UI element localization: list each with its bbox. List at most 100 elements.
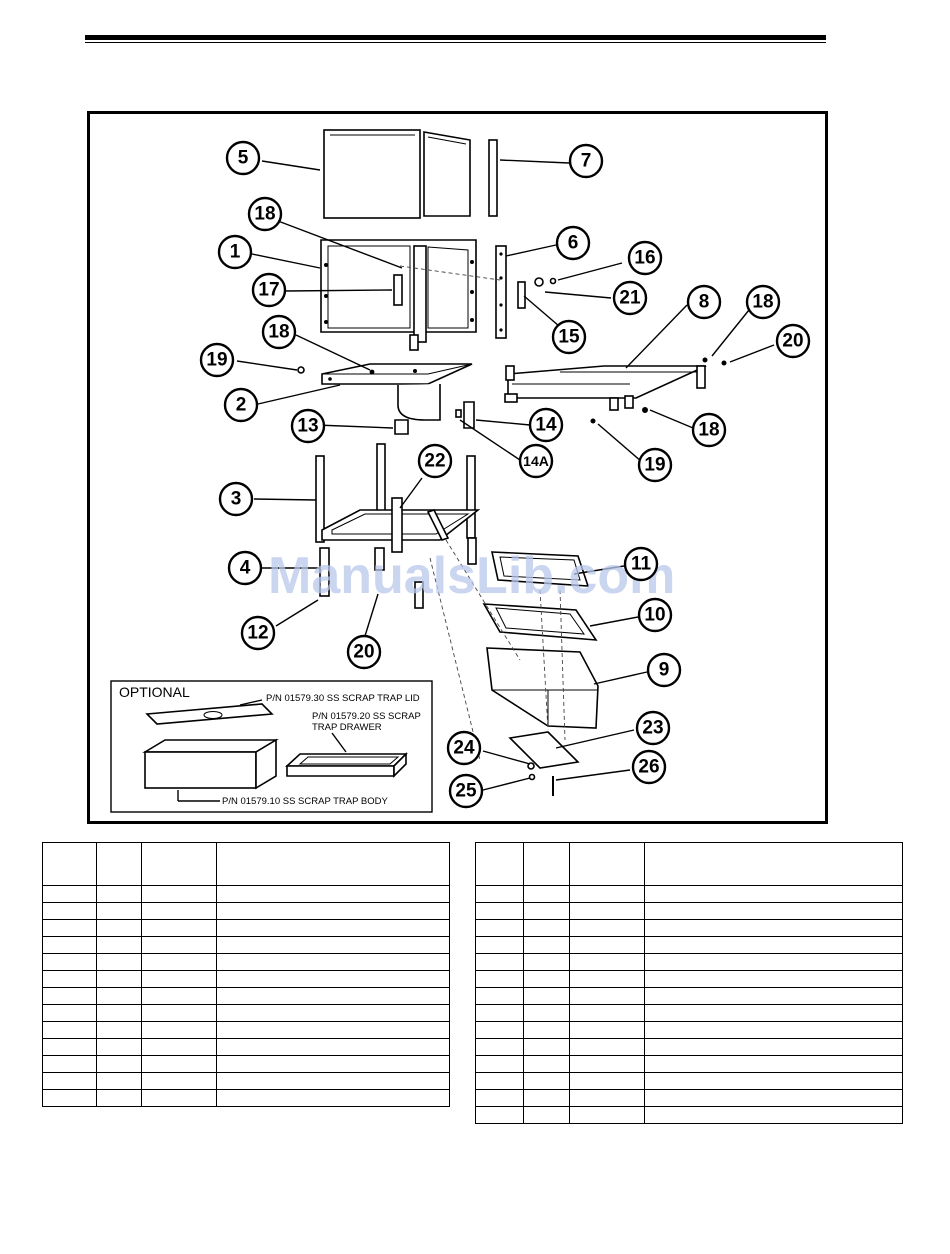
table-cell bbox=[643, 1072, 904, 1090]
table-cell bbox=[215, 1021, 451, 1039]
part-7-trim-strip bbox=[488, 139, 498, 217]
table-cell bbox=[475, 885, 524, 903]
exploded-diagram-frame bbox=[87, 111, 828, 824]
table-cell bbox=[643, 885, 904, 903]
table-cell bbox=[475, 936, 524, 954]
table-row bbox=[42, 1055, 451, 1073]
table-row bbox=[475, 1072, 904, 1090]
table-cell bbox=[42, 987, 97, 1005]
table-cell bbox=[140, 902, 217, 920]
callout-10: 10 bbox=[637, 597, 673, 633]
table-cell bbox=[522, 953, 570, 971]
svg-text:8: 8 bbox=[699, 292, 710, 313]
table-row bbox=[42, 902, 451, 920]
table-cell bbox=[475, 1106, 524, 1124]
table-cell bbox=[95, 1004, 142, 1022]
callout-23: 23 bbox=[635, 710, 671, 746]
table-cell bbox=[568, 987, 645, 1005]
table-row bbox=[42, 919, 451, 937]
table-cell bbox=[475, 1055, 524, 1073]
table-header-cell bbox=[643, 842, 904, 886]
table-cell bbox=[475, 987, 524, 1005]
table-row bbox=[42, 1072, 451, 1090]
top-rule-thin bbox=[85, 42, 826, 43]
callout-12: 12 bbox=[240, 615, 276, 651]
table-cell bbox=[140, 885, 217, 903]
svg-text:11: 11 bbox=[631, 554, 652, 575]
table-cell bbox=[522, 1106, 570, 1124]
table-row bbox=[475, 1021, 904, 1039]
assembly-lines bbox=[399, 265, 566, 761]
table-cell bbox=[215, 987, 451, 1005]
svg-text:12: 12 bbox=[247, 623, 268, 644]
callout-18-top: 18 bbox=[247, 196, 283, 232]
callout-21: 21 bbox=[612, 280, 648, 316]
table-cell bbox=[42, 1038, 97, 1056]
table-cell bbox=[522, 1021, 570, 1039]
table-cell bbox=[643, 1038, 904, 1056]
table-cell bbox=[568, 936, 645, 954]
svg-text:2: 2 bbox=[236, 395, 247, 416]
svg-text:22: 22 bbox=[424, 451, 445, 472]
callout-1: 1 bbox=[217, 234, 253, 270]
table-cell bbox=[475, 970, 524, 988]
callout-13: 13 bbox=[290, 408, 326, 444]
table-cell bbox=[475, 1038, 524, 1056]
callout-14a: 14A bbox=[518, 443, 554, 479]
svg-text:19: 19 bbox=[644, 455, 665, 476]
table-cell bbox=[42, 885, 97, 903]
table-cell bbox=[140, 1004, 217, 1022]
callout-22: 22 bbox=[417, 443, 453, 479]
table-cell bbox=[568, 970, 645, 988]
table-cell bbox=[42, 936, 97, 954]
svg-text:23: 23 bbox=[642, 718, 663, 739]
table-cell bbox=[522, 902, 570, 920]
table-cell bbox=[643, 1004, 904, 1022]
svg-text:16: 16 bbox=[634, 248, 655, 269]
table-cell bbox=[215, 970, 451, 988]
callout-19-right: 19 bbox=[637, 447, 673, 483]
svg-text:17: 17 bbox=[258, 280, 279, 301]
svg-text:5: 5 bbox=[238, 148, 249, 169]
svg-text:20: 20 bbox=[353, 642, 374, 663]
table-row bbox=[475, 953, 904, 971]
table-cell bbox=[522, 1055, 570, 1073]
callout-19-left: 19 bbox=[199, 342, 235, 378]
table-cell bbox=[42, 919, 97, 937]
svg-text:21: 21 bbox=[619, 288, 641, 309]
optional-drawer-label-2: TRAP DRAWER bbox=[312, 722, 382, 733]
table-row bbox=[42, 970, 451, 988]
table-cell bbox=[95, 936, 142, 954]
table-cell bbox=[140, 953, 217, 971]
watermark-text: ManualsLib.com bbox=[268, 547, 675, 605]
table-row bbox=[475, 885, 904, 903]
callout-15: 15 bbox=[551, 319, 587, 355]
table-cell bbox=[568, 1089, 645, 1107]
optional-lid-label: P/N 01579.30 SS SCRAP TRAP LID bbox=[266, 693, 420, 704]
part-23-plate bbox=[508, 731, 580, 769]
part-14a-pin bbox=[455, 409, 462, 418]
callout-3: 3 bbox=[218, 481, 254, 517]
table-row bbox=[475, 1055, 904, 1073]
table-cell bbox=[95, 953, 142, 971]
table-cell bbox=[568, 1055, 645, 1073]
table-header-cell bbox=[568, 842, 645, 886]
table-cell bbox=[568, 885, 645, 903]
svg-text:6: 6 bbox=[568, 233, 579, 254]
svg-text:20: 20 bbox=[782, 331, 803, 352]
table-cell bbox=[42, 970, 97, 988]
table-cell bbox=[643, 1055, 904, 1073]
table-cell bbox=[475, 919, 524, 937]
table-header-row bbox=[42, 842, 451, 886]
part-13-clip bbox=[394, 419, 409, 435]
table-cell bbox=[215, 953, 451, 971]
table-row bbox=[475, 1038, 904, 1056]
table-cell bbox=[568, 1106, 645, 1124]
table-cell bbox=[140, 1055, 217, 1073]
table-header-cell bbox=[215, 842, 451, 886]
table-cell bbox=[568, 1004, 645, 1022]
svg-text:19: 19 bbox=[206, 350, 227, 371]
part-14-latch bbox=[463, 401, 475, 429]
part-25-washer bbox=[528, 773, 536, 781]
